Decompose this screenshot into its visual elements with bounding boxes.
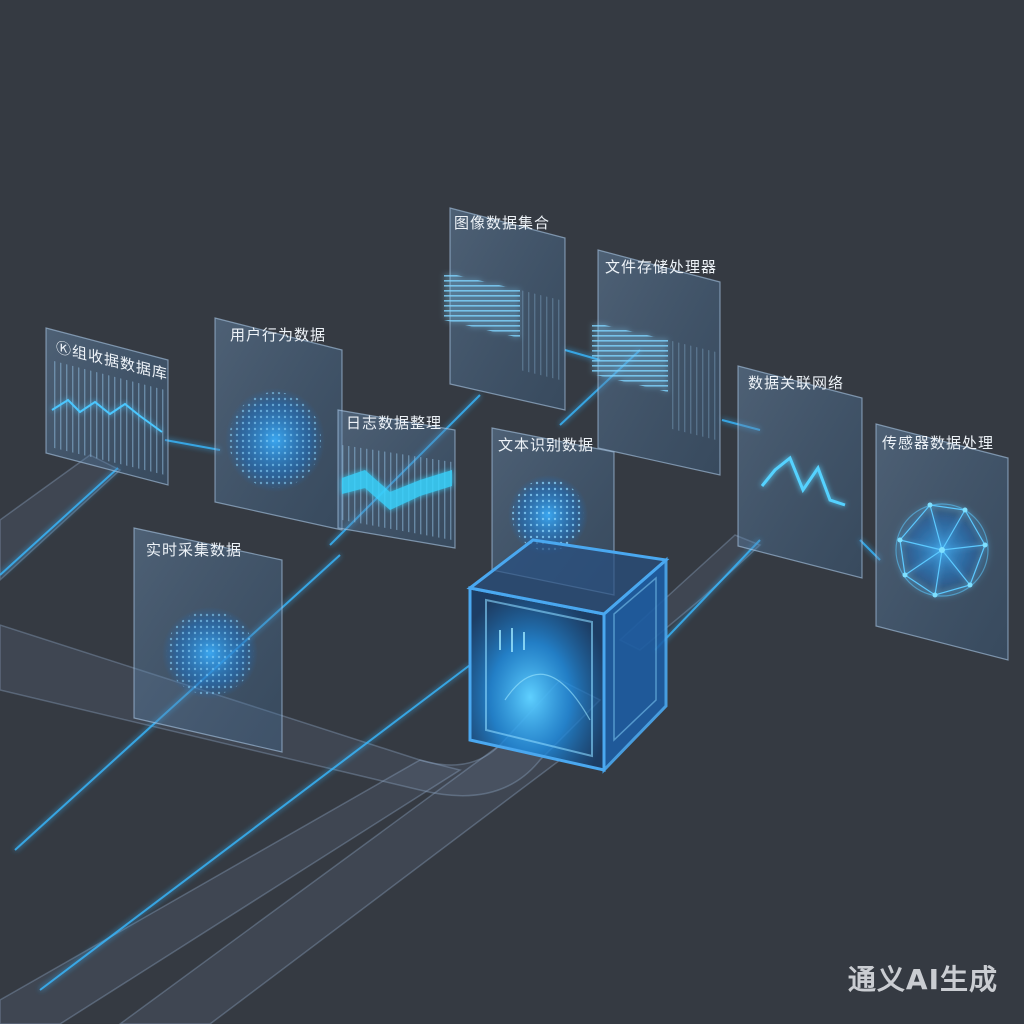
signal-wave-icon <box>760 455 846 507</box>
data-panel-4: 图像数据集合 <box>444 207 566 411</box>
panel-label: 文本识别数据 <box>498 436 594 454</box>
waveform-icon <box>51 398 163 433</box>
data-panel-9: 传感器数据处理 <box>875 423 1009 661</box>
panel-label: 日志数据整理 <box>346 414 442 432</box>
data-panel-8: 数据关联网络 <box>737 365 863 579</box>
watermark-text: 通义AI生成 <box>847 963 998 996</box>
conveyor-belts <box>0 454 762 1024</box>
belt-main <box>0 624 602 797</box>
panel-label: 传感器数据处理 <box>882 434 994 452</box>
belt-center <box>118 744 562 1024</box>
data-panel-3: 日志数据整理 <box>337 409 456 549</box>
data-panel-2: 用户行为数据 <box>214 317 343 531</box>
data-panel-5: 文件存储处理器 <box>592 249 721 476</box>
data-panel-1: Ⓚ组收据数据库 <box>45 327 169 486</box>
panel-label: 用户行为数据 <box>230 326 326 344</box>
wave-band-icon <box>342 470 452 510</box>
panel-label: 实时采集数据 <box>146 541 242 559</box>
panel-label: 数据关联网络 <box>748 374 844 392</box>
panel-label: 图像数据集合 <box>454 214 550 232</box>
belt-lower <box>0 759 462 1024</box>
belt-left <box>0 454 122 582</box>
processor-cube <box>466 538 670 774</box>
panel-label: 文件存储处理器 <box>605 258 717 276</box>
data-panel-7: 实时采集数据 <box>133 527 283 753</box>
